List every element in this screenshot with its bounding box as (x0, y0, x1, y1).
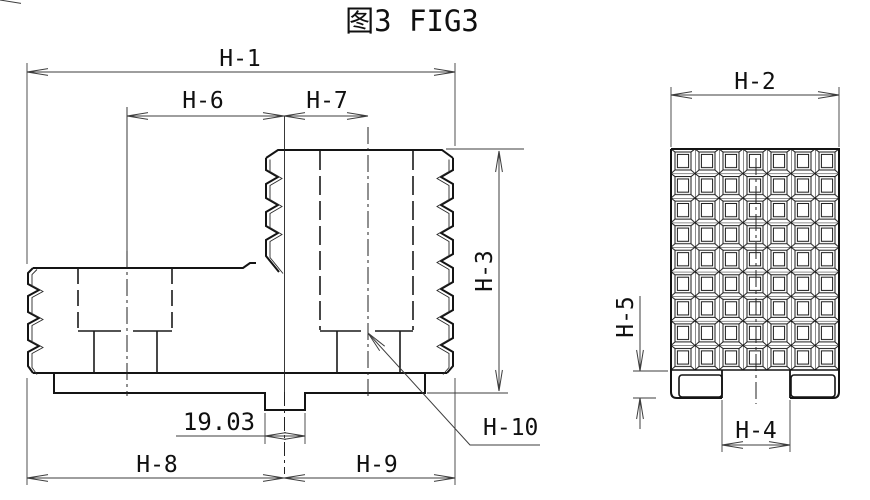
dim-label-h5: H-5 (613, 296, 639, 338)
figure-title: 图3 FIG3 (345, 4, 479, 38)
left-view: H-1 H-6 H-7 H-3 H-8 (0, 0, 540, 485)
centerlines (126, 107, 369, 474)
dim-label-h3: H-3 (472, 250, 498, 292)
dim-label-h7: H-7 (306, 88, 348, 114)
dim-label-h4: H-4 (735, 418, 777, 444)
lower-block-top-edge (33, 262, 256, 269)
base-recess-right (790, 374, 836, 398)
part-outline-front (670, 148, 840, 399)
dim-tab-width: 19.03 (176, 408, 306, 444)
dim-label-h1: H-1 (219, 46, 261, 72)
dim-label-h9: H-9 (356, 452, 398, 478)
leader-h10: H-10 (364, 330, 540, 446)
dim-h4: H-4 (721, 400, 791, 452)
dim-label-h10: H-10 (483, 415, 538, 441)
knurled-face (671, 149, 839, 370)
right-view: H-2 H-5 H-4 (613, 69, 840, 452)
dim-label-h8: H-8 (136, 452, 178, 478)
dim-label-h6: H-6 (182, 88, 224, 114)
top-edge (265, 149, 454, 159)
dim-label-h2: H-2 (734, 69, 776, 95)
slot-lower-walls (93, 331, 401, 373)
dim-h8-h9: H-8 H-9 (26, 378, 456, 485)
dim-h5: H-5 (613, 296, 668, 429)
dim-h2: H-2 (670, 69, 840, 147)
dim-h6-h7: H-6 H-7 (126, 88, 369, 120)
hidden-lines (77, 151, 414, 373)
dim-h3: H-3 (427, 148, 524, 394)
dim-label-tab-width: 19.03 (183, 408, 255, 436)
base-recess-left (678, 374, 723, 398)
dim-h1: H-1 (0, 0, 456, 264)
